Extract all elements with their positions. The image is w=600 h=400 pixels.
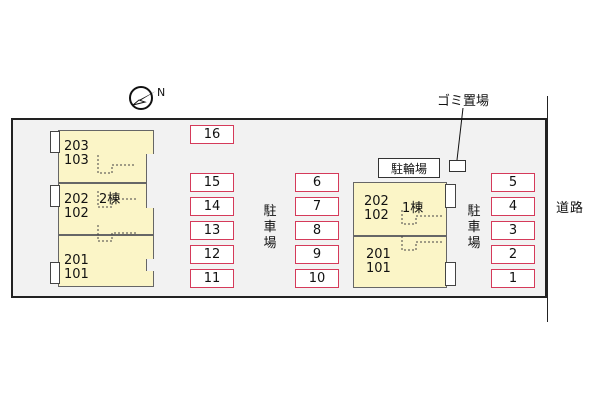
building2-notch [146, 154, 156, 208]
building2-door-mid [50, 185, 60, 207]
parking-slot-2: 2 [491, 245, 535, 264]
building2-stair-marks [97, 155, 136, 242]
building1-unit-102: 102 [364, 208, 389, 223]
building2-name: 2棟 [99, 192, 121, 207]
building2-door-bottom [50, 262, 60, 284]
building2-unit-102: 102 [64, 206, 89, 221]
parking-slot-7: 7 [295, 197, 339, 216]
building2-unit-103-203 [58, 130, 154, 183]
building1-unit-201: 201 [366, 247, 391, 262]
building2-unit-102-202 [58, 183, 154, 235]
parking-area-label-left: 駐車場 [263, 204, 277, 251]
building1-unit-202: 202 [364, 194, 389, 209]
parking-slot-13: 13 [190, 221, 234, 240]
parking-slot-8: 8 [295, 221, 339, 240]
parking-area-label-right: 駐車場 [467, 204, 481, 251]
building2-unit-101: 101 [64, 267, 89, 282]
parking-slot-12: 12 [190, 245, 234, 264]
building1-name: 1棟 [402, 201, 424, 216]
parking-slot-5: 5 [491, 173, 535, 192]
parking-slot-9: 9 [295, 245, 339, 264]
building1-unit-101: 101 [366, 261, 391, 276]
parking-slot-1: 1 [491, 269, 535, 288]
parking-slot-6: 6 [295, 173, 339, 192]
parking-slot-10: 10 [295, 269, 339, 288]
parking-slot-11: 11 [190, 269, 234, 288]
building2-door-top [50, 131, 60, 153]
compass-north-label: N [157, 86, 165, 99]
building2-unit-103: 103 [64, 153, 89, 168]
north-compass-icon: N [129, 86, 165, 110]
road-edge-line [547, 96, 548, 322]
building1-door-top [445, 184, 456, 208]
parking-slot-14: 14 [190, 197, 234, 216]
parking-slot-3: 3 [491, 221, 535, 240]
bike-parking: 駐輪場 [378, 158, 440, 178]
building2-unit-202: 202 [64, 192, 89, 207]
building2-unit-201: 201 [64, 253, 89, 268]
building1-stair-marks [401, 210, 444, 251]
building2-unit-101-201 [58, 235, 154, 287]
building2-unit-203: 203 [64, 139, 89, 154]
road-label: 道路 [556, 201, 585, 216]
parking-slot-16: 16 [190, 125, 234, 144]
garbage-area-label: ゴミ置場 [437, 94, 490, 109]
parking-slot-15: 15 [190, 173, 234, 192]
building1-unit-102-202 [353, 182, 447, 236]
building2-notch-lower [146, 259, 156, 271]
parking-slot-4: 4 [491, 197, 535, 216]
building1-door-bottom [445, 262, 456, 286]
garbage-leader-line [456, 108, 464, 161]
garbage-area-box [449, 160, 466, 172]
